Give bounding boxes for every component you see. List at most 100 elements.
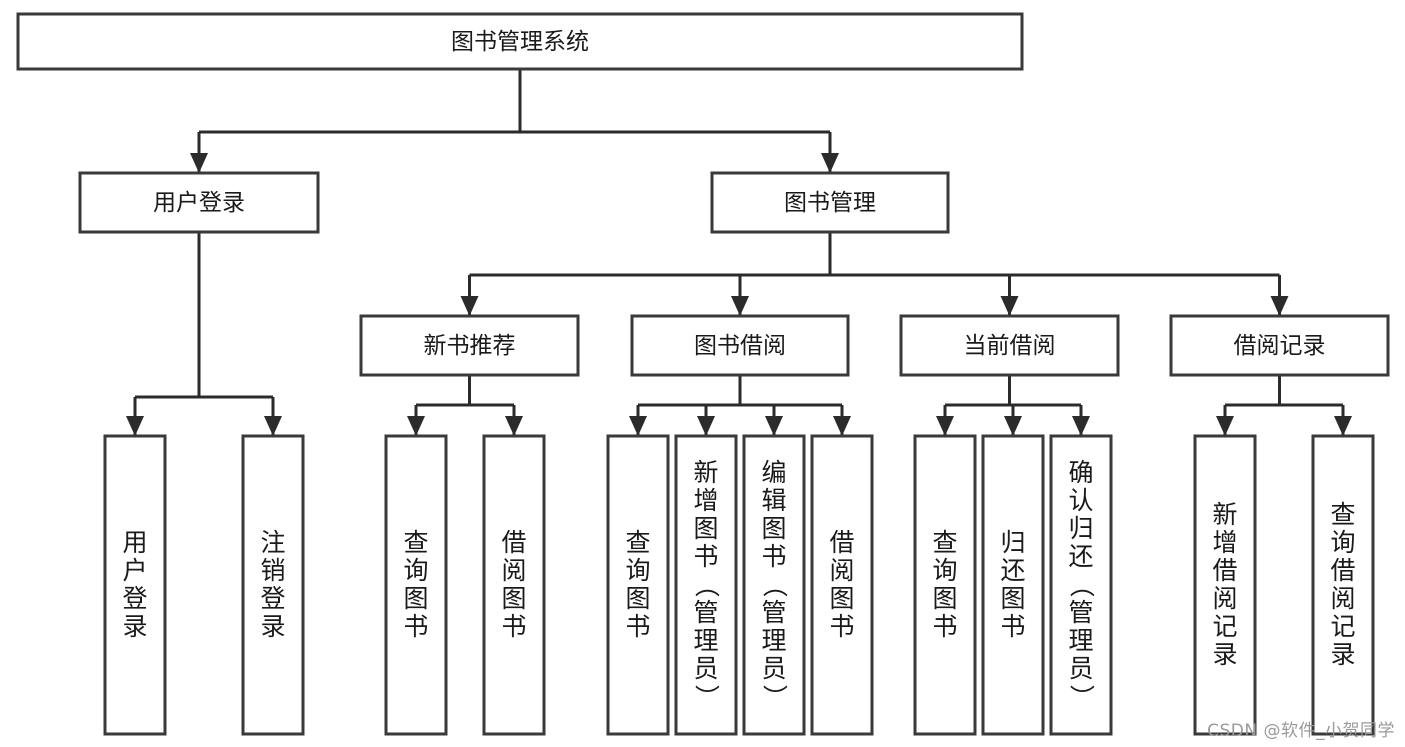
node-leaf-user-login-label-char: 用 (122, 528, 147, 557)
node-leaf-query-book-rec-rect[interactable] (384, 434, 448, 736)
node-leaf-borrow-book-label-char: 借 (829, 528, 854, 557)
node-leaf-edit-book-label-char: 理 (761, 626, 786, 655)
node-leaf-edit-book-rect[interactable] (742, 434, 806, 736)
node-leaf-query-book-borrow-label-char: 图 (625, 584, 650, 613)
node-new-book-recommend[interactable]: 新书推荐 (359, 314, 580, 377)
node-leaf-add-book-label-char: 管 (693, 598, 718, 627)
node-leaf-return-book-label-char: 图 (1000, 584, 1025, 613)
node-leaf-borrow-book-rec-label-char: 书 (501, 612, 526, 641)
node-borrow-record-rect[interactable] (1169, 314, 1390, 377)
node-leaf-confirm-return-label-char: 管 (1068, 598, 1093, 627)
node-leaf-edit-book-label-char: 员 (761, 654, 786, 683)
node-leaf-logout-login-label-char: 销 (260, 556, 285, 585)
node-leaf-add-book-label-char: （ (692, 572, 721, 597)
node-leaf-query-borrow-record-label-char: 查 (1330, 500, 1355, 529)
node-leaf-logout-login-rect[interactable] (241, 434, 305, 736)
node-leaf-borrow-book-label-char: 图 (829, 584, 854, 613)
node-borrow-record[interactable]: 借阅记录 (1169, 314, 1390, 377)
node-user-login[interactable]: 用户登录 (78, 171, 320, 234)
node-root-rect[interactable] (16, 12, 1024, 71)
node-leaf-query-borrow-record-label-char: 询 (1330, 528, 1355, 557)
node-leaf-query-book-current-rect[interactable] (913, 434, 977, 736)
node-leaf-edit-book-label-char: 管 (761, 598, 786, 627)
node-book-borrow[interactable]: 图书借阅 (630, 314, 850, 377)
node-leaf-borrow-book-rec-rect[interactable] (482, 434, 546, 736)
node-leaf-add-book-label-char: 员 (693, 654, 718, 683)
node-book-manage-label: 图书管理 (784, 190, 876, 216)
node-leaf-query-book-current-label-char: 询 (932, 556, 957, 585)
node-book-borrow-rect[interactable] (630, 314, 850, 377)
node-leaf-query-book-borrow-label-char: 询 (625, 556, 650, 585)
node-leaf-query-borrow-record-rect[interactable] (1311, 434, 1375, 736)
node-leaf-borrow-book-rect[interactable] (810, 434, 874, 736)
node-leaf-borrow-book-label-char: 阅 (829, 556, 854, 585)
node-leaf-confirm-return-rect[interactable] (1049, 434, 1113, 736)
node-leaf-confirm-return-label-char: ） (1067, 684, 1096, 709)
node-leaf-query-book-rec-label-char: 图 (403, 584, 428, 613)
node-user-login-rect[interactable] (78, 171, 320, 234)
node-leaf-confirm-return-label-char: 确 (1068, 458, 1093, 487)
node-leaf-user-login-rect[interactable] (103, 434, 167, 736)
node-book-manage-rect[interactable] (710, 171, 950, 234)
node-leaf-add-borrow-record-label-char: 记 (1212, 612, 1237, 641)
node-user-login-label: 用户登录 (153, 190, 245, 216)
node-current-borrow[interactable]: 当前借阅 (899, 314, 1120, 377)
node-root[interactable]: 图书管理系统 (16, 12, 1024, 71)
node-leaf-user-login[interactable]: 用户登录 (103, 434, 167, 736)
node-new-book-recommend-rect[interactable] (359, 314, 580, 377)
node-book-manage[interactable]: 图书管理 (710, 171, 950, 234)
node-leaf-add-book-label-char: ） (692, 684, 721, 709)
node-current-borrow-rect[interactable] (899, 314, 1120, 377)
node-leaf-user-login-label-char: 录 (122, 612, 147, 641)
node-leaf-logout-login-label-char: 注 (260, 528, 285, 557)
node-leaf-edit-book-label-char: ） (760, 684, 789, 709)
node-leaf-return-book-label-char: 归 (1000, 528, 1025, 557)
node-current-borrow-label: 当前借阅 (964, 333, 1056, 359)
node-leaf-query-book-rec-label-char: 书 (403, 612, 428, 641)
node-leaf-edit-book-label-char: 图 (761, 514, 786, 543)
node-leaf-confirm-return-label-char: 归 (1068, 514, 1093, 543)
node-leaf-query-borrow-record-label-char: 借 (1330, 556, 1355, 585)
node-leaf-borrow-book-rec-label-char: 借 (501, 528, 526, 557)
node-leaf-edit-book-label-char: 书 (761, 542, 786, 571)
node-leaf-add-borrow-record-label-char: 增 (1212, 528, 1237, 557)
node-leaf-add-book-label-char: 图 (693, 514, 718, 543)
node-leaf-add-borrow-record-label-char: 阅 (1212, 584, 1237, 613)
node-leaf-user-login-label-char: 登 (122, 584, 147, 613)
node-leaf-query-borrow-record-label-char: 记 (1330, 612, 1355, 641)
node-leaf-add-book-rect[interactable] (674, 434, 738, 736)
node-leaf-query-borrow-record-label-char: 阅 (1330, 584, 1355, 613)
node-leaf-confirm-return-label-char: 认 (1068, 486, 1093, 515)
node-leaf-query-book-borrow-rect[interactable] (606, 434, 670, 736)
node-leaf-add-book-label-char: 新 (693, 458, 718, 487)
node-leaf-return-book-label-char: 还 (1000, 556, 1025, 585)
node-leaf-add-book-label-char: 书 (693, 542, 718, 571)
node-leaf-add-borrow-record-label-char: 新 (1212, 500, 1237, 529)
node-leaf-return-book-rect[interactable] (981, 434, 1045, 736)
node-leaf-query-book-borrow-label-char: 书 (625, 612, 650, 641)
node-leaf-logout-login-label-char: 录 (260, 612, 285, 641)
node-leaf-edit-book-label-char: 编 (761, 458, 786, 487)
node-leaf-confirm-return-label-char: 还 (1068, 542, 1093, 571)
node-layer: 图书管理系统用户登录图书管理新书推荐图书借阅当前借阅借阅记录用户登录注销登录查询… (16, 12, 1390, 736)
node-leaf-add-borrow-record-rect[interactable] (1193, 434, 1257, 736)
node-leaf-query-book-current-label-char: 查 (932, 528, 957, 557)
node-book-borrow-label: 图书借阅 (694, 333, 786, 359)
node-leaf-borrow-book-rec-label-char: 阅 (501, 556, 526, 585)
node-leaf-add-borrow-record-label-char: 录 (1212, 640, 1237, 669)
node-leaf-return-book-label-char: 书 (1000, 612, 1025, 641)
